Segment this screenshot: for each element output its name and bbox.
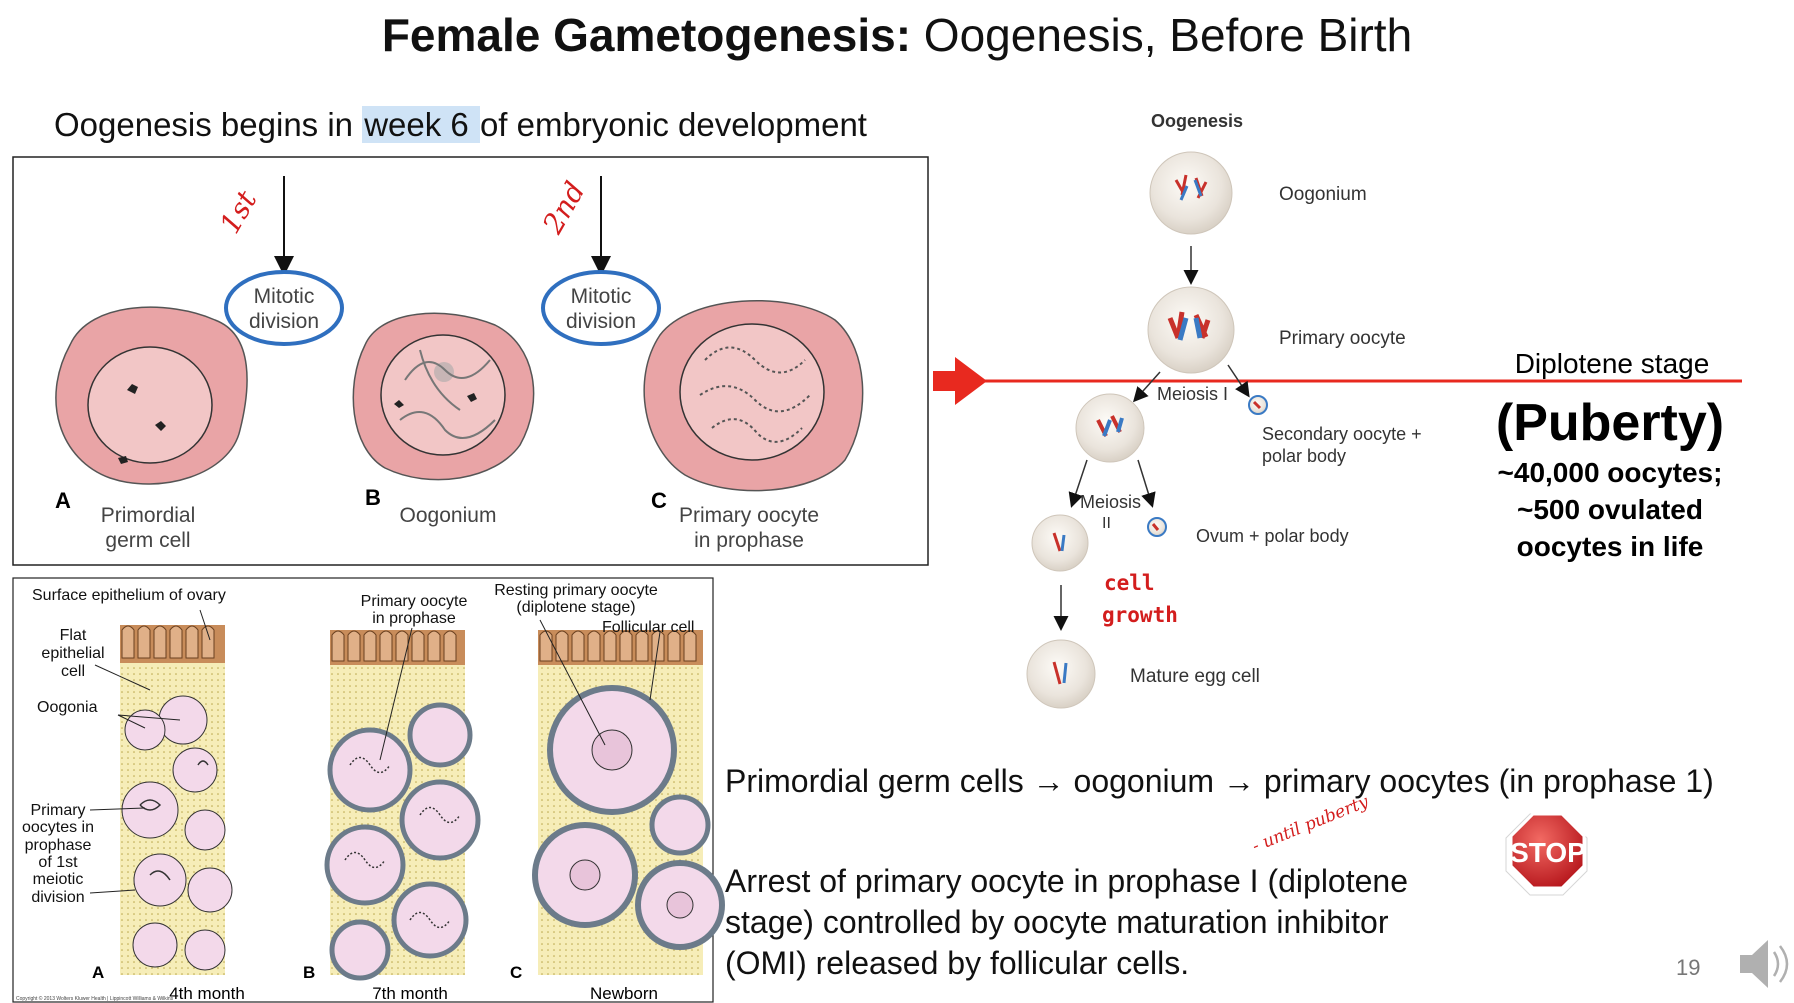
bullet-arrest-3: (OMI) released by follicular cells. xyxy=(725,945,1190,981)
tissue-labels: Surface epithelium of ovary Flat epithel… xyxy=(22,582,694,906)
red-pointer-arrow xyxy=(933,357,987,405)
intro-post: of embryonic development xyxy=(479,106,867,143)
label-oogonia: Oogonia xyxy=(37,699,98,716)
column-letter-a: A xyxy=(92,963,104,982)
bullet-pathway: Primordial germ cells → oogonium → prima… xyxy=(725,763,1714,799)
stop-label: STOP xyxy=(1510,837,1586,868)
intro-highlight: week 6 xyxy=(362,106,480,143)
title-bold: Female Gametogenesis: xyxy=(381,9,912,61)
label-surface: Surface epithelium of ovary xyxy=(32,587,226,604)
stage-secondary-1: Secondary oocyte + xyxy=(1262,424,1422,444)
cell-label-b1: Oogonium xyxy=(400,504,497,527)
copyright: Copyright © 2013 Wolters Kluwer Health |… xyxy=(16,995,174,1002)
label-resting-1: Resting primary oocyte xyxy=(494,582,658,599)
cell-oogonium-icon xyxy=(1149,151,1233,235)
stage-mature-egg: Mature egg cell xyxy=(1130,666,1260,687)
puberty-label: (Puberty) xyxy=(1496,394,1724,452)
stage-oogonium: Oogonium xyxy=(1279,184,1367,205)
cell-letter-b: B xyxy=(365,485,381,510)
stage-meiosis-2a: Meiosis xyxy=(1080,492,1141,512)
panel-bottom: Surface epithelium of ovary Flat epithel… xyxy=(12,577,725,1003)
cell-letter-a: A xyxy=(55,488,71,513)
cell-label-c2: in prophase xyxy=(694,529,804,552)
intro-pre: Oogenesis begins in xyxy=(54,106,363,143)
cell-letter-c: C xyxy=(651,488,667,513)
bullet-arrest-2: stage) controlled by oocyte maturation i… xyxy=(725,904,1389,940)
chromosomes-primary xyxy=(1167,311,1211,339)
stage-secondary-2: polar body xyxy=(1262,446,1346,466)
tissue-column-b xyxy=(324,630,481,981)
page-number: 19 xyxy=(1676,955,1701,980)
tissue-column-c xyxy=(532,630,725,975)
cell-label-a1: Primordial xyxy=(101,504,196,527)
cell-primary-oocyte xyxy=(643,300,864,492)
puberty-info: Diplotene stage (Puberty) ~40,000 oocyte… xyxy=(1496,348,1724,562)
cell-label-c1: Primary oocyte xyxy=(679,504,819,527)
oogenesis-flowchart: Oogenesis Oogonium Primary oocyte Meiosi… xyxy=(1026,111,1422,709)
count-line-1: ~40,000 oocytes; xyxy=(1498,457,1723,488)
slide-title: Female Gametogenesis: Oogenesis, Before … xyxy=(0,8,1794,62)
mitotic-circle-1 xyxy=(224,270,344,346)
label-flat-2: epithelial xyxy=(41,645,104,662)
column-letter-c: C xyxy=(510,963,522,982)
bullet-arrest-1: Arrest of primary oocyte in prophase I (… xyxy=(725,863,1408,899)
speaker-icon[interactable] xyxy=(1740,940,1789,988)
mitotic-label-2b: division xyxy=(566,310,636,333)
cell-primary-oocyte-icon xyxy=(1147,286,1235,374)
column-caption-b: 7th month xyxy=(372,984,448,1003)
column-caption-a: 4th month xyxy=(169,984,245,1003)
mitotic-circle-2 xyxy=(541,270,661,346)
label-resting-2: (diplotene stage) xyxy=(516,599,635,616)
label-op-1: Primary oocyte xyxy=(361,593,468,610)
panel-top: 1st 2nd Mitotic division Mitotic divisio… xyxy=(12,156,929,566)
mitotic-label-1b: division xyxy=(249,310,319,333)
label-flat-1: Flat xyxy=(60,627,87,644)
mitotic-label-1a: Mitotic xyxy=(254,285,315,308)
title-rest: Oogenesis, Before Birth xyxy=(911,9,1413,61)
cell-mature-egg-icon xyxy=(1026,639,1096,709)
count-line-2: ~500 ovulated xyxy=(1517,494,1703,525)
label-pp-2: oocytes in xyxy=(22,819,94,836)
label-follicular: Follicular cell xyxy=(602,619,694,636)
label-op-2: in prophase xyxy=(372,610,456,627)
cell-oogonium xyxy=(352,312,535,481)
label-pp-6: division xyxy=(31,889,84,906)
cell-primordial-germ xyxy=(55,306,248,485)
stage-ovum: Ovum + polar body xyxy=(1196,526,1349,546)
label-flat-3: cell xyxy=(61,663,85,680)
cell-ovum-icon xyxy=(1031,514,1089,572)
stop-sign-icon: STOP xyxy=(1505,812,1588,896)
count-line-3: oocytes in life xyxy=(1517,531,1704,562)
intro-line: Oogenesis begins in week 6 of embryonic … xyxy=(54,106,867,144)
stage-meiosis-2b: II xyxy=(1102,515,1111,532)
label-pp-3: prophase xyxy=(25,837,92,854)
flowchart-heading: Oogenesis xyxy=(1151,111,1243,131)
diplotene-label: Diplotene stage xyxy=(1515,348,1710,379)
column-letter-b: B xyxy=(303,963,315,982)
mitotic-label-2a: Mitotic xyxy=(571,285,632,308)
chromosomes-oogonium xyxy=(1174,174,1208,199)
column-caption-c: Newborn xyxy=(590,984,658,1003)
cell-label-a2: germ cell xyxy=(105,529,190,552)
label-pp-4: of 1st xyxy=(38,854,78,871)
label-pp-1: Primary xyxy=(30,802,85,819)
tissue-captions: A 4th month B 7th month C Newborn Copyri… xyxy=(16,963,658,1003)
cell-secondary-oocyte-icon xyxy=(1075,393,1145,463)
stage-primary-oocyte: Primary oocyte xyxy=(1279,328,1406,349)
label-pp-5: meiotic xyxy=(33,871,84,888)
leader-lines xyxy=(89,609,661,894)
stage-meiosis-1: Meiosis I xyxy=(1157,384,1228,404)
tissue-column-a xyxy=(120,625,233,975)
annotation-growth: growth xyxy=(1102,603,1178,627)
annotation-cell: cell xyxy=(1104,571,1155,595)
